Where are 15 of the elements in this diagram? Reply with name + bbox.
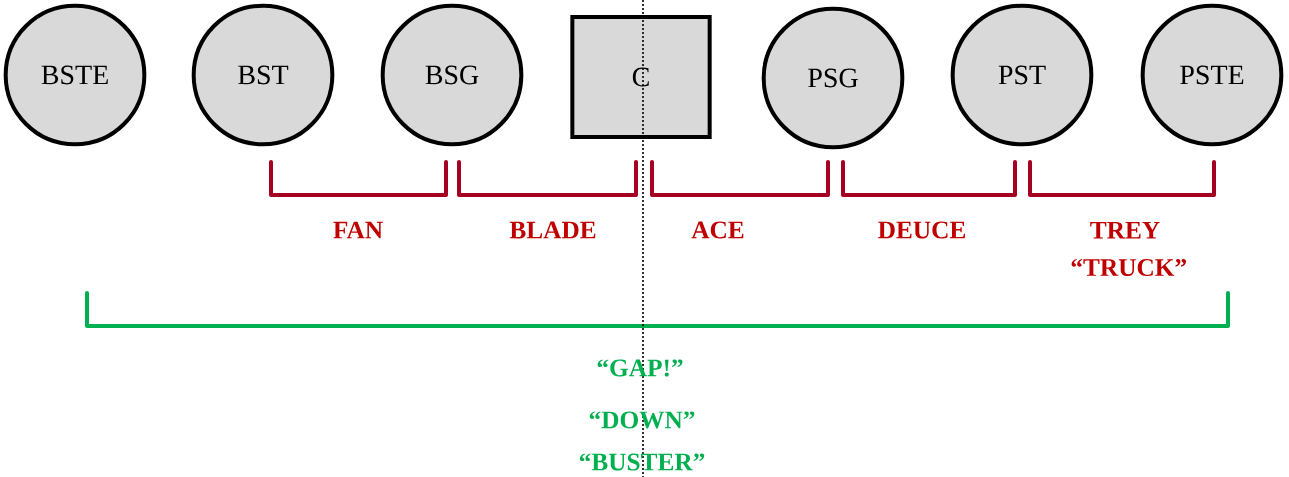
bracket-label: DEUCE [878, 221, 966, 239]
circle-node: PSTE [1140, 3, 1284, 147]
circle-node: BSTE [3, 3, 147, 147]
bracket-label: “GAP!” [597, 359, 683, 377]
circle-node: PSG [761, 6, 905, 150]
circle-node: BSG [380, 3, 524, 147]
bracket-label: ACE [691, 221, 744, 239]
circle-node: BST [191, 3, 335, 147]
bracket-label: “BUSTER” [579, 453, 705, 471]
bracket-label: FAN [333, 221, 383, 239]
bracket-label: TREY “TRUCK” [1071, 221, 1186, 277]
square-node: C [570, 15, 712, 139]
bracket-label: BLADE [509, 221, 596, 239]
circle-node: PST [950, 3, 1094, 147]
bracket-label: “DOWN” [589, 411, 695, 429]
